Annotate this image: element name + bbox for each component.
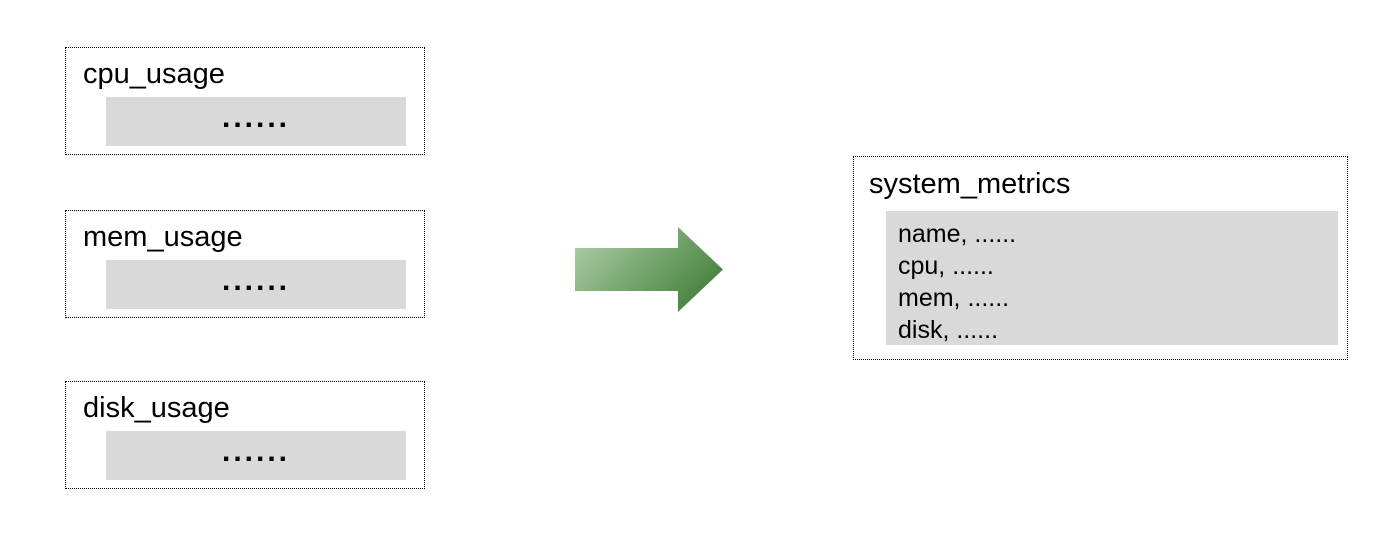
source-box-cpu-usage: cpu_usage ......: [65, 47, 425, 155]
source-box-disk-usage: disk_usage ......: [65, 381, 425, 489]
source-placeholder-bar: ......: [106, 260, 406, 309]
source-box-title: disk_usage: [83, 392, 230, 424]
field-row-mem: mem, ......: [898, 284, 1010, 312]
source-placeholder-bar: ......: [106, 97, 406, 146]
target-box-system-metrics: system_metrics name, ...... cpu, ...... …: [853, 156, 1348, 360]
source-box-mem-usage: mem_usage ......: [65, 210, 425, 318]
source-box-title: cpu_usage: [83, 58, 225, 90]
placeholder-dots: ......: [221, 434, 290, 468]
field-row-disk: disk, ......: [898, 316, 999, 344]
placeholder-dots: ......: [221, 263, 290, 297]
target-fields-panel: name, ...... cpu, ...... mem, ...... dis…: [886, 211, 1338, 345]
source-placeholder-bar: ......: [106, 431, 406, 480]
target-box-title: system_metrics: [869, 168, 1071, 200]
source-box-title: mem_usage: [83, 221, 243, 253]
right-arrow-icon: [575, 227, 723, 312]
field-row-cpu: cpu, ......: [898, 252, 994, 280]
placeholder-dots: ......: [221, 100, 290, 134]
field-row-name: name, ......: [898, 220, 1017, 248]
